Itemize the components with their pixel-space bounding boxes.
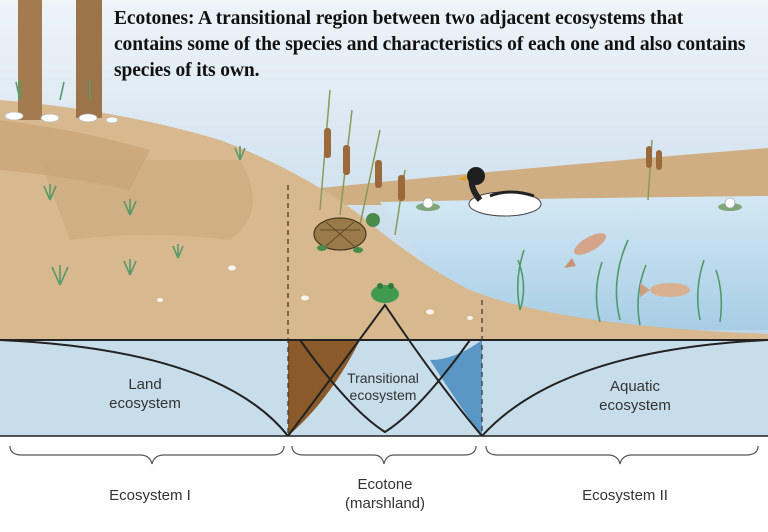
land-label-line-1: Land bbox=[128, 376, 162, 393]
land-label-line-2: ecosystem bbox=[109, 395, 181, 412]
page-title: Ecotones: A transitional region between … bbox=[114, 8, 746, 81]
ecotone-label: Ecotone (marshland) bbox=[310, 475, 460, 513]
bottom-area bbox=[0, 436, 768, 532]
brace-ecosystem-1 bbox=[9, 445, 285, 465]
ecosystem-2-label: Ecosystem II bbox=[530, 486, 720, 505]
fish-icon bbox=[564, 233, 690, 297]
tree-trunk-icon bbox=[76, 0, 102, 118]
frog-icon bbox=[371, 283, 399, 303]
transitional-label-line-2: ecosystem bbox=[349, 387, 417, 403]
transitional-label-line-1: Transitional bbox=[347, 370, 419, 386]
brace-ecosystem-2 bbox=[485, 445, 759, 465]
ecotone-label-line-2: (marshland) bbox=[344, 495, 426, 512]
aquatic-label-line-2: ecosystem bbox=[599, 397, 671, 414]
tree-trunk-icon bbox=[18, 0, 42, 120]
duck-icon bbox=[458, 167, 542, 217]
water-lily-icon bbox=[416, 197, 742, 211]
land-ecosystem-label: Land ecosystem bbox=[80, 375, 210, 413]
brace-lines bbox=[9, 445, 759, 465]
water-wedge bbox=[430, 340, 482, 436]
ecotone-label-line-1: Ecotone bbox=[357, 476, 413, 493]
cattail-icon bbox=[319, 89, 662, 236]
brace-ecotone bbox=[291, 445, 477, 465]
underwater-plant-icon bbox=[516, 239, 723, 326]
ecosystem-1-label-text: Ecosystem I bbox=[109, 487, 191, 504]
stone-icon bbox=[157, 265, 473, 320]
ecosystem-1-label: Ecosystem I bbox=[60, 486, 240, 505]
aquatic-ecosystem-label: Aquatic ecosystem bbox=[560, 377, 710, 415]
aquatic-label-line-1: Aquatic bbox=[609, 378, 661, 395]
stone-icon bbox=[4, 111, 119, 124]
land-shade-2 bbox=[40, 160, 253, 240]
species-curve bbox=[0, 303, 768, 438]
turtle-icon bbox=[313, 213, 380, 253]
grass-tuft-icon bbox=[15, 80, 246, 286]
ecosystem-2-label-text: Ecosystem II bbox=[582, 487, 668, 504]
transitional-ecosystem-label: Transitional ecosystem bbox=[318, 370, 448, 404]
transitional-curve bbox=[299, 339, 471, 434]
